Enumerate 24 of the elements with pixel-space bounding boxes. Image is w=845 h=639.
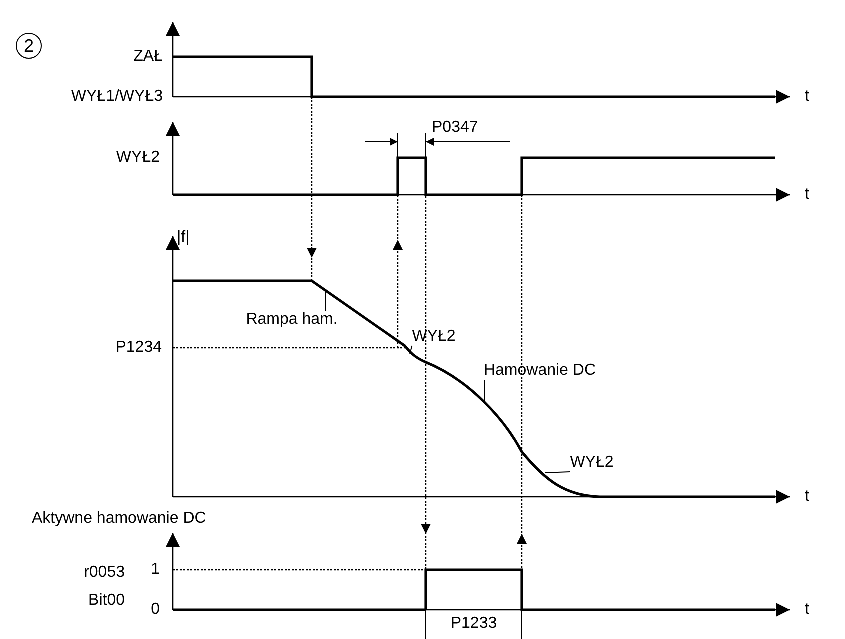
signal-level-label: WYŁ1/WYŁ3 <box>71 88 163 106</box>
leader-line <box>544 472 571 474</box>
parameter-label: P0347 <box>432 119 478 137</box>
circled-number: 2 <box>16 33 42 59</box>
signal-level-label: 1 <box>151 561 160 579</box>
axis-label: |f| <box>177 229 190 247</box>
parameter-label: P1233 <box>450 615 498 633</box>
signal-level-label: ZAŁ <box>134 48 163 66</box>
parameter-label: Bit00 <box>88 592 125 610</box>
axis-label: t <box>805 488 810 506</box>
axis-label: t <box>805 186 810 204</box>
annotation-label: Hamowanie DC <box>484 362 596 380</box>
leader-line <box>410 346 413 354</box>
leader-line <box>484 380 486 402</box>
parameter-label: r0053 <box>84 564 125 582</box>
signal-name: WYŁ2 <box>116 149 160 167</box>
axis-label: t <box>805 88 810 106</box>
signal-title: Aktywne hamowanie DC <box>32 510 206 528</box>
annotation-label: WYŁ2 <box>412 328 456 346</box>
parameter-label: P1234 <box>116 339 162 357</box>
annotation-label: WYŁ2 <box>570 454 614 472</box>
signal-level-label: 0 <box>151 601 160 619</box>
axis-label: t <box>805 601 810 619</box>
annotation-label: Rampa ham. <box>246 311 338 329</box>
